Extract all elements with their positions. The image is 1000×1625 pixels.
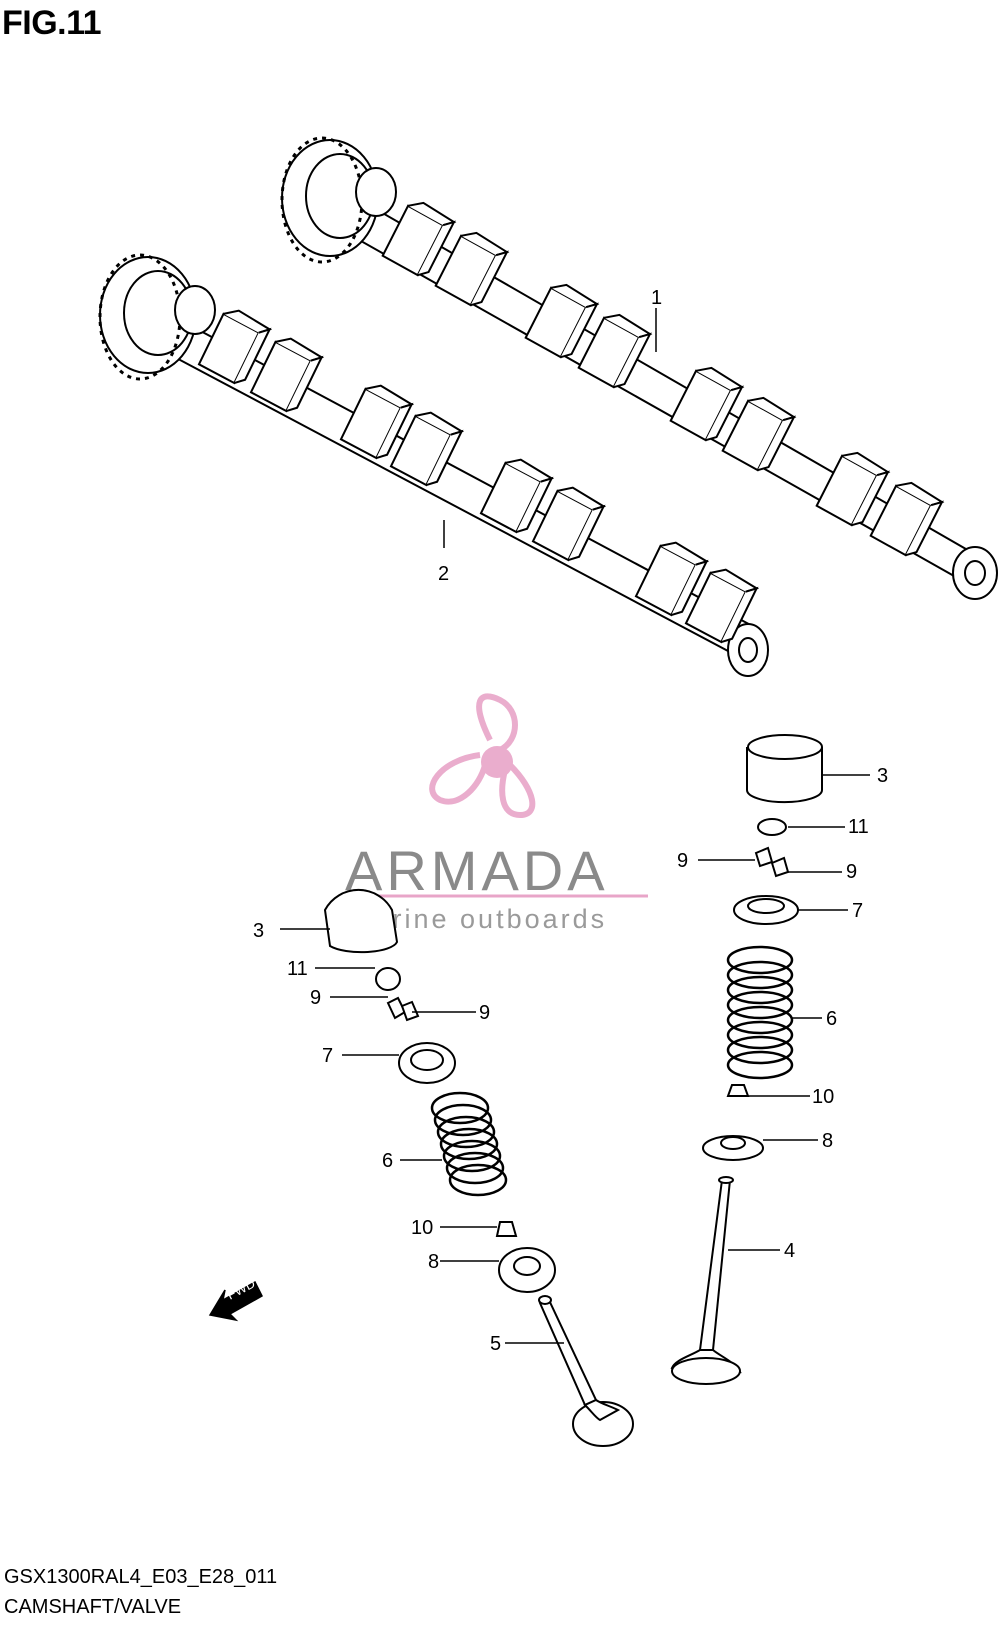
diagram-code: GSX1300RAL4_E03_E28_011 xyxy=(4,1566,278,1588)
callout-valve-5: 5 xyxy=(490,1333,501,1355)
seal-right xyxy=(726,1084,750,1097)
callout-tappet-right: 3 xyxy=(877,765,888,787)
retainer-right xyxy=(733,895,799,925)
callout-retainer-left: 7 xyxy=(322,1045,333,1067)
cotter-left-b xyxy=(400,1000,420,1022)
callout-cotter-right-b: 9 xyxy=(846,861,857,883)
callout-seat-left: 8 xyxy=(428,1251,439,1273)
callout-spring-left: 6 xyxy=(382,1150,393,1172)
valve-5 xyxy=(538,1295,634,1447)
callout-spring-right: 6 xyxy=(826,1008,837,1030)
watermark-brand: ARMADA xyxy=(345,839,609,902)
callout-tappet-left: 3 xyxy=(253,920,264,942)
retainer-left xyxy=(398,1042,456,1084)
camshaft-1 xyxy=(280,136,998,600)
diagram-name: CAMSHAFT/VALVE xyxy=(4,1596,182,1618)
spring-left xyxy=(430,1091,508,1197)
spring-right xyxy=(726,945,794,1080)
callout-cotter-right-a: 9 xyxy=(677,850,688,872)
callout-valve-4: 4 xyxy=(784,1240,795,1262)
valve-stack-right xyxy=(670,734,823,1385)
seat-right xyxy=(702,1135,764,1161)
shim-left xyxy=(375,967,401,991)
valve-stack-left xyxy=(323,888,634,1447)
tappet-right xyxy=(746,734,823,804)
callout-shim-right: 11 xyxy=(848,816,869,838)
shim-right xyxy=(757,818,787,836)
callout-cotter-left-b: 9 xyxy=(479,1002,490,1024)
cotter-right-a xyxy=(754,846,774,868)
tappet-left xyxy=(323,888,399,954)
callout-camshaft-1: 1 xyxy=(651,287,662,309)
callout-camshaft-2: 2 xyxy=(438,563,449,585)
callout-cotter-left-a: 9 xyxy=(310,987,321,1009)
camshaft-2 xyxy=(98,253,769,677)
valve-4 xyxy=(670,1176,742,1385)
callout-seal-right: 10 xyxy=(812,1086,834,1108)
callout-shim-left: 11 xyxy=(287,958,308,980)
callout-seat-right: 8 xyxy=(822,1130,833,1152)
cotter-right-b xyxy=(770,856,790,878)
figure-title: FIG.11 xyxy=(2,4,102,42)
seat-left xyxy=(498,1247,556,1293)
callout-retainer-right: 7 xyxy=(852,900,863,922)
callout-seal-left: 10 xyxy=(411,1217,433,1239)
fwd-direction-marker: FWD xyxy=(208,1276,263,1322)
watermark-logo xyxy=(429,693,536,819)
seal-left xyxy=(495,1221,518,1237)
leader-lines xyxy=(280,308,870,1344)
